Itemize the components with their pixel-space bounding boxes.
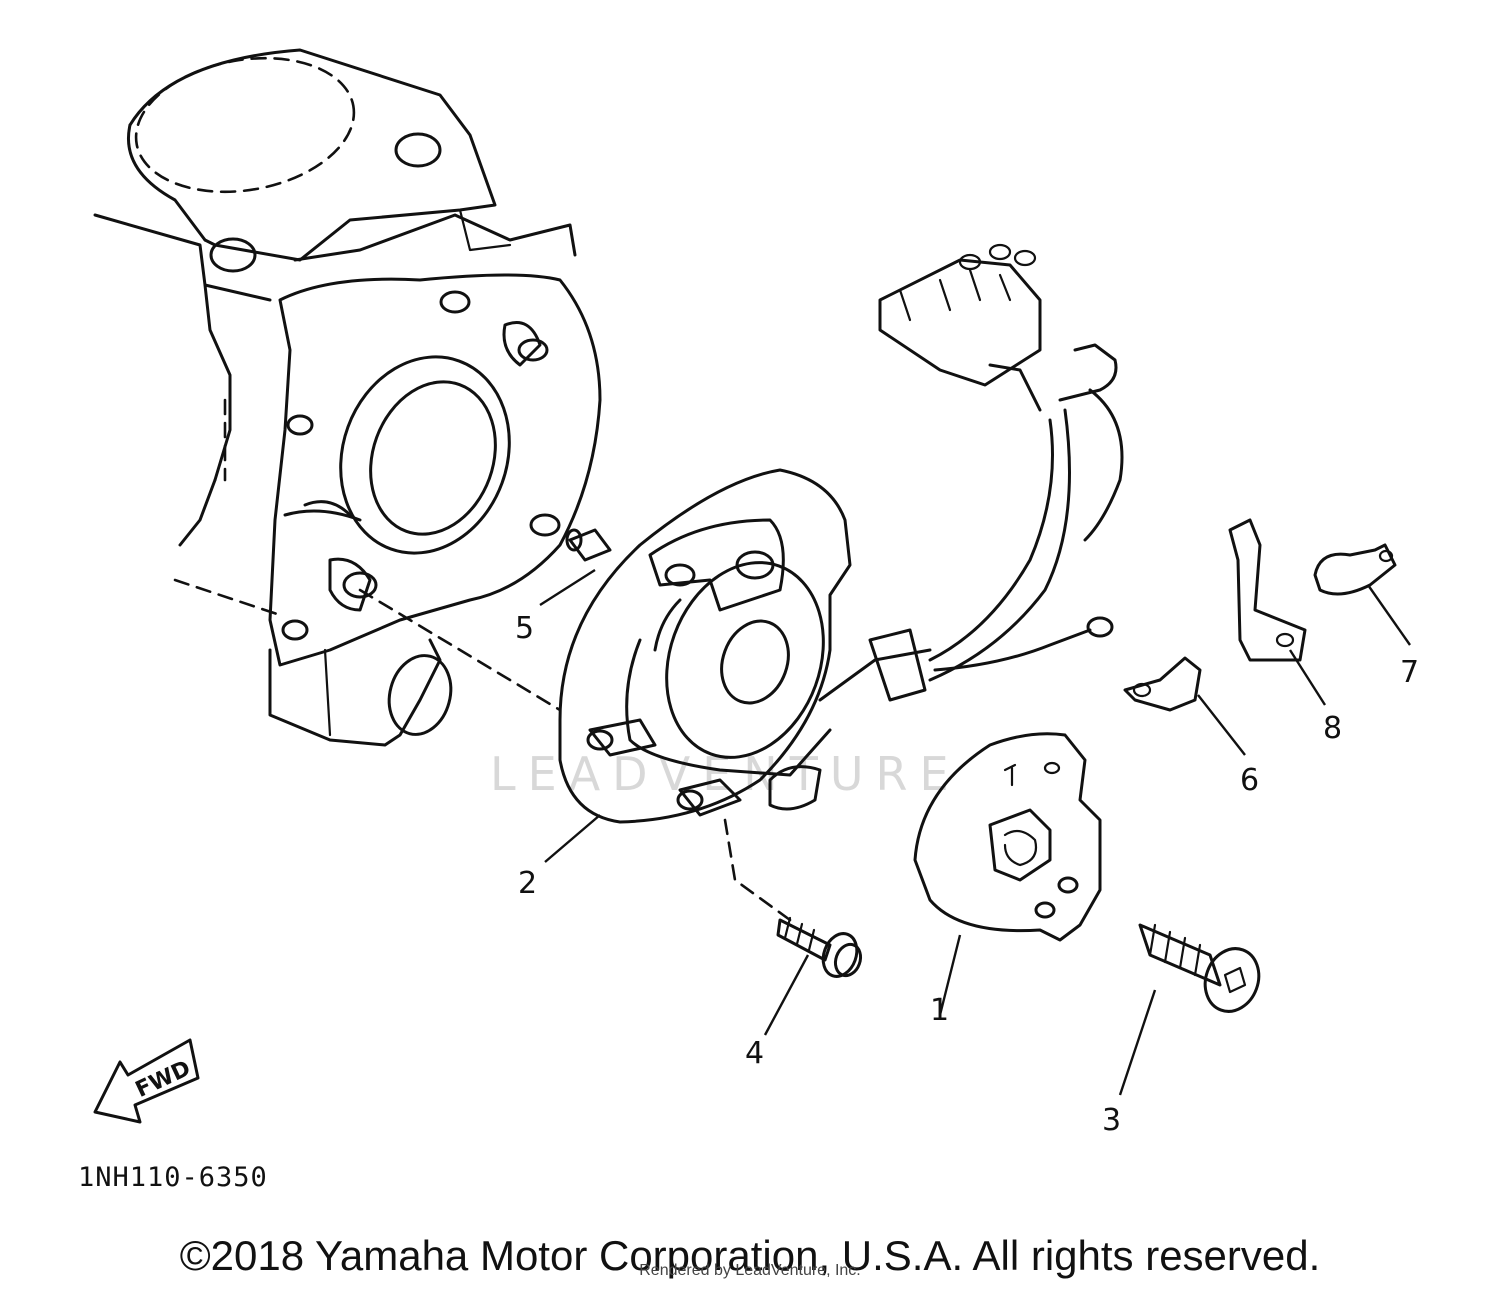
alignment-line-screw — [723, 818, 792, 922]
figure-code: 1NH110-6350 — [78, 1162, 268, 1193]
alignment-line-pin — [358, 588, 562, 712]
hex-socket-screw — [1138, 923, 1261, 1013]
cable-clip — [1313, 543, 1397, 596]
callout-leaders — [539, 568, 1411, 1096]
callout-6: 6 — [1240, 763, 1259, 798]
callout-labels: 5 2 4 1 3 6 8 7 — [515, 611, 1419, 1138]
callout-3: 3 — [1102, 1103, 1121, 1138]
fwd-label: FWD — [132, 1056, 195, 1103]
forward-direction-arrow: FWD — [93, 1038, 200, 1124]
callout-5: 5 — [515, 611, 534, 646]
timing-plate — [913, 732, 1102, 942]
flange-screw — [776, 916, 863, 978]
engine-crankcase — [93, 48, 602, 747]
callout-7: 7 — [1400, 655, 1419, 690]
clamp-small — [1123, 656, 1202, 712]
copyright-notice: ©2018 Yamaha Motor Corporation, U.S.A. A… — [179, 1232, 1321, 1279]
callout-4: 4 — [745, 1036, 764, 1071]
bracket — [1228, 518, 1307, 662]
callout-8: 8 — [1323, 711, 1342, 746]
stator-pickup-coil-assembly — [558, 243, 1124, 824]
callout-2: 2 — [518, 866, 537, 901]
dowel-pin — [565, 528, 612, 562]
callout-1: 1 — [930, 993, 949, 1028]
rendered-by-note: Rendered by LeadVenture, Inc. — [639, 1262, 861, 1279]
